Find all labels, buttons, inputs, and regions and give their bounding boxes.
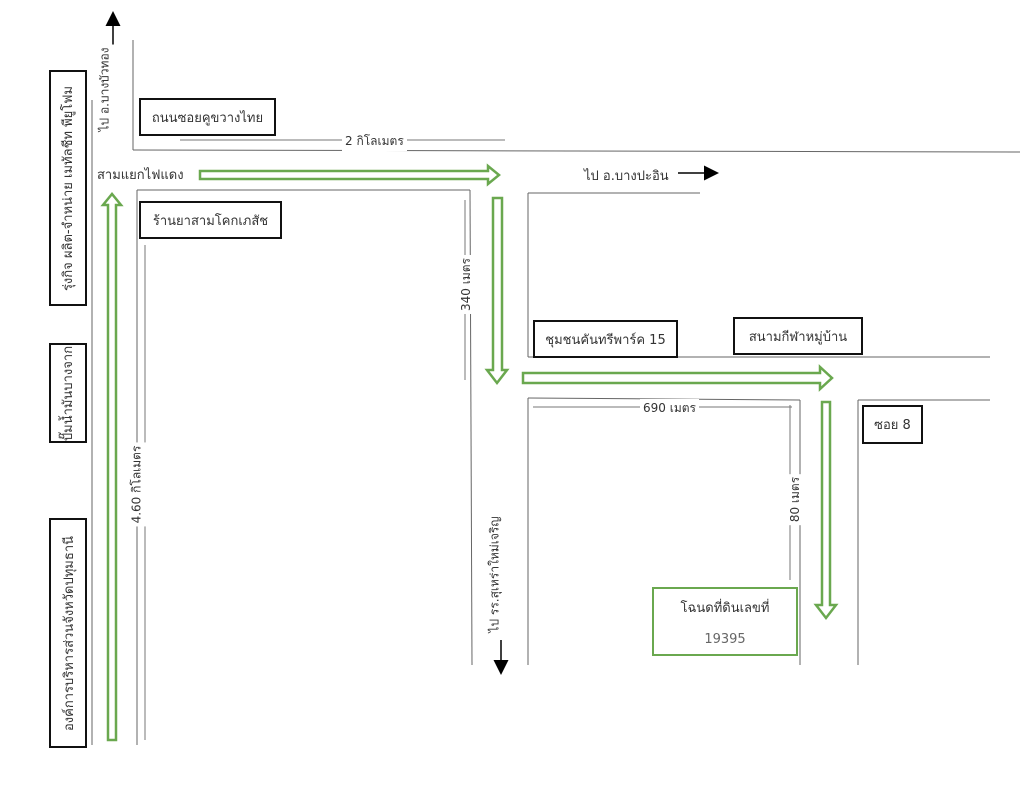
distance-left: 4.60 กิโลเมตร xyxy=(127,442,147,527)
metal-sheet-box: รุ่งกิจ ผลิต-จำหน่าย เมทัลชีท พียูโฟม xyxy=(49,70,87,306)
gas-station-box: ปั๊มน้ำมันบางจาก xyxy=(49,343,87,443)
route-arrow-right-1 xyxy=(198,163,501,187)
stadium-box: สนามกีฬาหมู่บ้าน xyxy=(733,317,863,355)
route-arrow-down-2 xyxy=(813,400,839,621)
road-name-box: ถนนซอยคูขวางไทย xyxy=(139,98,276,136)
to-bang-bua-thong-label: ไป อ.บางบัวทอง xyxy=(95,44,115,135)
to-bang-pa-in-label: ไป อ.บางปะอิน xyxy=(584,169,669,184)
route-arrows xyxy=(100,163,839,742)
route-arrow-right-2 xyxy=(521,364,834,392)
pharmacy-box: ร้านยาสามโคกเภสัช xyxy=(139,201,282,239)
route-arrow-up xyxy=(100,192,124,742)
to-school-label: ไป รร.สุเหร่าใหม่เจริญ xyxy=(485,513,505,636)
destination-title: โฉนดที่ดินเลขที่ xyxy=(680,600,770,616)
pao-box: องค์การบริหารส่วนจังหวัดปทุมธานี xyxy=(49,518,87,748)
distance-top: 2 กิโลเมตร xyxy=(342,132,407,151)
direction-arrows xyxy=(105,11,719,675)
distance-middle: 690 เมตร xyxy=(640,399,699,418)
distance-final: 80 เมตร xyxy=(786,473,806,526)
community-box: ชุมชนคันทรีพาร์ค 15 xyxy=(533,320,678,358)
junction-label: สามแยกไฟแดง xyxy=(97,168,184,183)
destination-number: 19395 xyxy=(704,631,746,647)
soi-box: ซอย 8 xyxy=(862,405,923,444)
road-lines xyxy=(91,40,1021,745)
destination-box: โฉนดที่ดินเลขที่ 19395 xyxy=(652,587,798,656)
route-arrow-down-1 xyxy=(484,196,510,386)
distance-down: 340 เมตร xyxy=(456,255,476,314)
